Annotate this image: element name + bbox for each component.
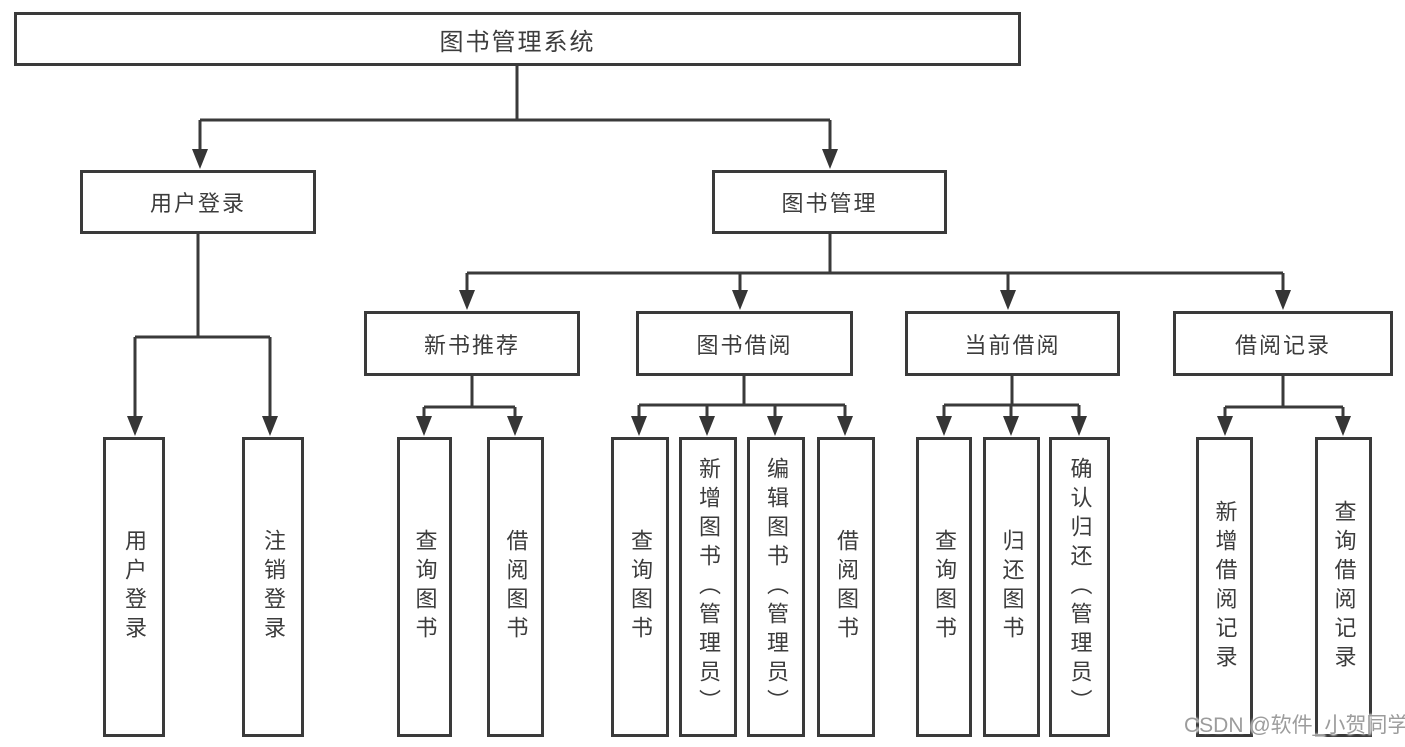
arrowhead-add-borrow-record xyxy=(1217,416,1233,436)
leaf-query-books-current: 查询图书 xyxy=(916,437,972,737)
connector-borrowing-records-leaves xyxy=(1223,376,1345,420)
arrowhead-borrowing-records xyxy=(1275,290,1291,310)
csdn-watermark: CSDN @软件_小贺同学 xyxy=(1184,714,1405,737)
leaf-label: 查询图书 xyxy=(628,529,653,645)
arrowhead-book-borrowing xyxy=(732,290,748,310)
leaf-label: 确认归还（管理员） xyxy=(1067,456,1093,718)
leaf-borrow-books-newrec: 借阅图书 xyxy=(487,437,544,737)
connector-new-book-recommend-leaves xyxy=(422,376,517,420)
leaf-label: 新增借阅记录 xyxy=(1212,500,1238,674)
arrowhead-query-books-1 xyxy=(416,416,432,436)
arrowhead-edit-books xyxy=(767,416,783,436)
arrowhead-add-books xyxy=(699,416,715,436)
leaf-add-borrow-record: 新增借阅记录 xyxy=(1196,437,1253,737)
leaf-query-books-newrec: 查询图书 xyxy=(397,437,452,737)
node-label: 当前借阅 xyxy=(964,332,1061,358)
leaf-label: 归还图书 xyxy=(999,529,1025,645)
arrowhead-query-books-3 xyxy=(936,416,952,436)
arrowhead-borrow-books-1 xyxy=(507,416,523,436)
node-label: 图书管理 xyxy=(781,191,878,216)
node-library-management-system: 图书管理系统 xyxy=(14,12,1021,66)
connector-book-borrowing-leaves xyxy=(637,376,847,420)
leaf-confirm-return-admin: 确认归还（管理员） xyxy=(1049,437,1110,737)
node-current-borrowing: 当前借阅 xyxy=(905,311,1120,376)
arrowhead-user-login xyxy=(192,149,208,169)
arrowhead-new-book-recommend xyxy=(459,290,475,310)
node-label: 图书管理系统 xyxy=(439,28,596,56)
arrowhead-borrow-books-2 xyxy=(837,416,853,436)
leaf-query-borrow-record: 查询借阅记录 xyxy=(1315,437,1372,737)
node-book-borrowing: 图书借阅 xyxy=(636,311,853,376)
leaf-label: 查询图书 xyxy=(932,529,957,645)
leaf-label: 借阅图书 xyxy=(503,529,529,645)
connector-user-login-to-leaves xyxy=(133,234,272,420)
leaf-edit-books-admin: 编辑图书（管理员） xyxy=(747,437,805,737)
arrowhead-leaf-logout xyxy=(262,416,278,436)
node-label: 用户登录 xyxy=(149,191,246,216)
arrowhead-confirm-return xyxy=(1071,416,1087,436)
leaf-label: 查询图书 xyxy=(412,529,438,645)
connector-current-borrowing-leaves xyxy=(942,376,1081,420)
node-label: 图书借阅 xyxy=(696,332,793,358)
leaf-add-books-admin: 新增图书（管理员） xyxy=(679,437,737,737)
arrowhead-query-borrow-record xyxy=(1335,416,1351,436)
leaf-label: 注销登录 xyxy=(261,529,286,645)
node-user-login: 用户登录 xyxy=(80,170,316,234)
leaf-label: 新增图书（管理员） xyxy=(696,456,721,718)
node-label: 借阅记录 xyxy=(1234,332,1331,358)
leaf-label: 借阅图书 xyxy=(834,529,859,645)
leaf-borrow-books-borrowing: 借阅图书 xyxy=(817,437,875,737)
leaf-user-login: 用户登录 xyxy=(103,437,165,737)
connector-book-management-to-level3 xyxy=(465,234,1285,294)
leaf-label: 用户登录 xyxy=(122,529,147,645)
connector-root-to-level2 xyxy=(198,66,832,153)
leaf-logout: 注销登录 xyxy=(242,437,304,737)
leaf-label: 查询借阅记录 xyxy=(1331,500,1357,674)
arrowhead-current-borrowing xyxy=(1000,290,1016,310)
leaf-label: 编辑图书（管理员） xyxy=(764,456,789,718)
node-borrowing-records: 借阅记录 xyxy=(1173,311,1393,376)
node-book-management: 图书管理 xyxy=(712,170,947,234)
arrowhead-book-management xyxy=(822,149,838,169)
leaf-query-books-borrowing: 查询图书 xyxy=(611,437,669,737)
leaf-return-books: 归还图书 xyxy=(983,437,1040,737)
arrowhead-leaf-user-login xyxy=(127,416,143,436)
node-new-book-recommendation: 新书推荐 xyxy=(364,311,580,376)
arrowhead-query-books-2 xyxy=(631,416,647,436)
arrowhead-return-books xyxy=(1003,416,1019,436)
node-label: 新书推荐 xyxy=(423,332,520,358)
